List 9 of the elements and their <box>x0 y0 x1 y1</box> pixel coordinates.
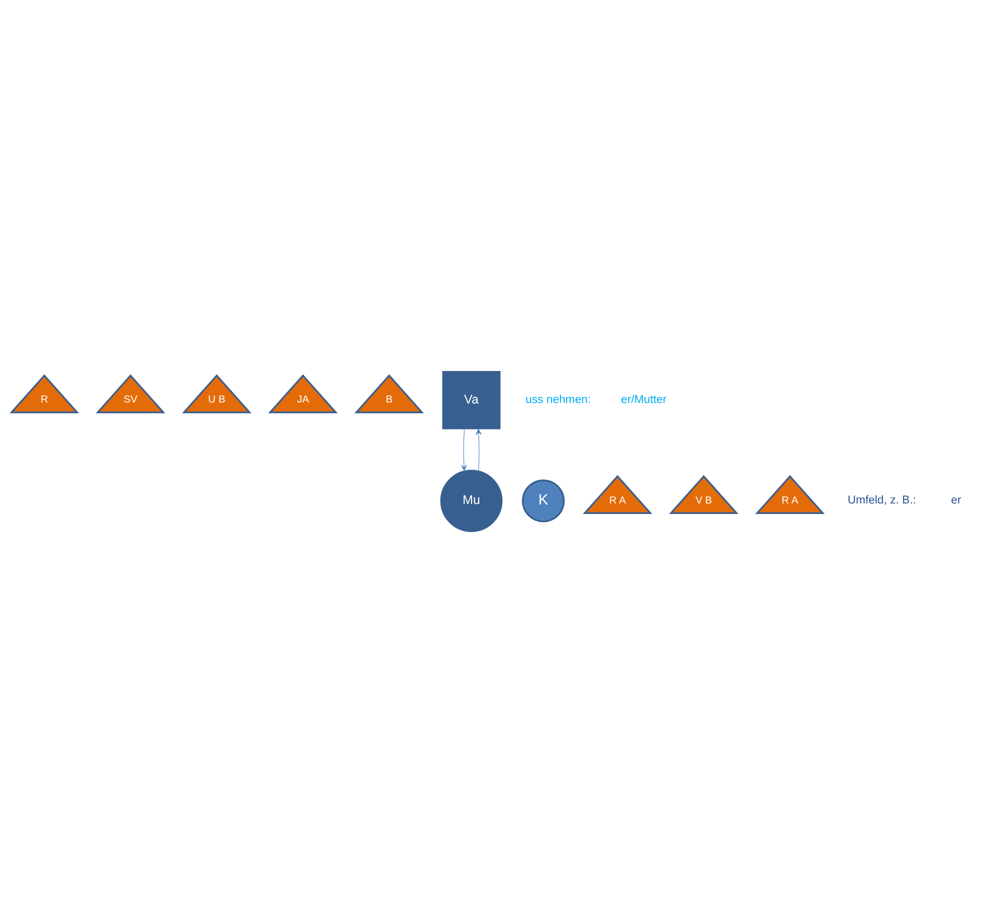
label: uss nehmen: <box>526 394 591 406</box>
node-box: Va <box>442 371 500 430</box>
label: Umfeld, z. B.: <box>848 494 916 507</box>
node-circle: Mu <box>440 470 502 532</box>
arrow <box>461 428 467 472</box>
label: er <box>951 494 962 507</box>
label: er/Mutter <box>620 394 667 406</box>
node-circle: K <box>522 479 565 522</box>
arrow <box>476 428 482 472</box>
